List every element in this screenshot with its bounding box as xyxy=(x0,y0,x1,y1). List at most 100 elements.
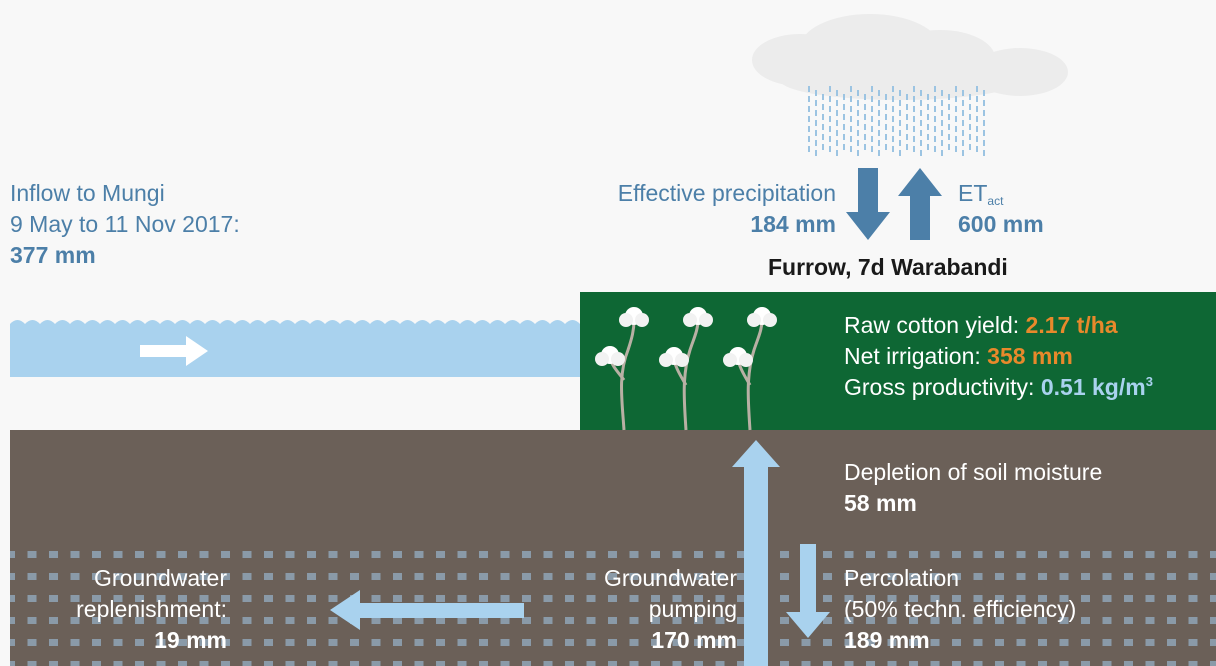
rain-drop xyxy=(843,144,845,150)
rain-drop xyxy=(850,126,852,132)
precipitation-down-arrow xyxy=(846,168,890,240)
rain-drop xyxy=(892,146,894,152)
rain-drop xyxy=(962,110,964,116)
rain-drop xyxy=(836,120,838,126)
rain-drop xyxy=(948,124,950,130)
rain-drop xyxy=(808,146,810,152)
rain-drop xyxy=(913,146,915,152)
rain-drop xyxy=(920,120,922,126)
rain-drop xyxy=(815,90,817,96)
rain-drop xyxy=(878,100,880,106)
rain-drop xyxy=(983,140,985,146)
rain-drop xyxy=(962,120,964,126)
percolation-value: 189 mm xyxy=(844,627,930,653)
groundwater-layer xyxy=(10,548,1216,666)
river-water xyxy=(10,320,580,377)
rain-drop xyxy=(857,90,859,96)
percolation-line1: Percolation xyxy=(844,565,960,591)
rain-drop xyxy=(864,134,866,140)
rain-drop xyxy=(885,134,887,140)
rain-drop xyxy=(927,104,929,110)
rain-drop xyxy=(878,90,880,96)
rain-drop xyxy=(892,126,894,132)
rain-drop xyxy=(976,96,978,102)
rain-drop xyxy=(934,116,936,122)
rain-drop xyxy=(955,106,957,112)
replenishment-value: 19 mm xyxy=(154,627,227,653)
rain-drop xyxy=(864,144,866,150)
rain-drop xyxy=(808,126,810,132)
rain-drop xyxy=(906,134,908,140)
rain-drop xyxy=(927,124,929,130)
replenishment-line2: replenishment: xyxy=(76,596,227,622)
rain-drop xyxy=(885,124,887,130)
rain-drop xyxy=(920,140,922,146)
cotton-plant-icon xyxy=(723,307,777,431)
cotton-plant-icon xyxy=(595,307,649,431)
rain-drop xyxy=(920,150,922,156)
rain-drop xyxy=(969,114,971,120)
rain-drop xyxy=(955,116,957,122)
rain-drop xyxy=(913,106,915,112)
et-up-arrow xyxy=(898,168,942,240)
rain-drop xyxy=(948,104,950,110)
rain-drop xyxy=(829,86,831,92)
rain-drop xyxy=(878,140,880,146)
rain-drop xyxy=(948,114,950,120)
rain-drop xyxy=(850,146,852,152)
rain-drop xyxy=(808,106,810,112)
rain-drop xyxy=(969,144,971,150)
rain-drop xyxy=(899,150,901,156)
rain-drop xyxy=(927,144,929,150)
rain-drop xyxy=(934,106,936,112)
rain-drop xyxy=(864,104,866,110)
replenishment-line1: Groundwater xyxy=(94,565,227,591)
rain-drop xyxy=(850,96,852,102)
rain-drop xyxy=(871,116,873,122)
rain-drop xyxy=(885,114,887,120)
cotton-plant-icon xyxy=(659,307,713,431)
rain-drop xyxy=(871,146,873,152)
rain-drop xyxy=(927,114,929,120)
rain-drop xyxy=(920,100,922,106)
rain-drop xyxy=(976,106,978,112)
rain-drop xyxy=(948,134,950,140)
rain-drop xyxy=(983,90,985,96)
rain-drop xyxy=(878,120,880,126)
rain-drop xyxy=(955,146,957,152)
irrigation-label: Net irrigation: xyxy=(844,343,988,369)
rain-drop xyxy=(906,94,908,100)
percolation-line2: (50% techn. efficiency) xyxy=(844,596,1077,622)
rain-drop xyxy=(822,114,824,120)
rain-drop xyxy=(822,124,824,130)
irrigation-line: Net irrigation: 358 mm xyxy=(844,341,1073,372)
yield-value: 2.17 t/ha xyxy=(1025,312,1118,338)
rain-drop xyxy=(822,104,824,110)
rain-drop xyxy=(941,90,943,96)
rain-drop xyxy=(983,130,985,136)
rain-drop xyxy=(878,130,880,136)
yield-label: Raw cotton yield: xyxy=(844,312,1026,338)
cotton-plants xyxy=(595,307,777,431)
replenishment-left-arrow xyxy=(330,590,524,630)
rain-drop xyxy=(850,86,852,92)
rain-drop xyxy=(927,134,929,140)
rain-drop xyxy=(857,150,859,156)
rain-drop xyxy=(815,110,817,116)
productivity-line: Gross productivity: 0.51 kg/m3 xyxy=(844,372,1153,403)
inflow-period: 9 May to 11 Nov 2017: xyxy=(10,211,240,237)
rain-drop xyxy=(948,144,950,150)
rain-drop xyxy=(864,94,866,100)
et-label-main: ET xyxy=(958,180,988,206)
rain-drop xyxy=(885,94,887,100)
rain-drop xyxy=(815,140,817,146)
rain-drop xyxy=(948,94,950,100)
rain-drop xyxy=(941,140,943,146)
rain-drop xyxy=(871,96,873,102)
rain-drop xyxy=(976,116,978,122)
rain-drop xyxy=(969,124,971,130)
rain-drop xyxy=(892,86,894,92)
rain-drop xyxy=(871,136,873,142)
rain-drop xyxy=(955,126,957,132)
rain-drop xyxy=(892,96,894,102)
